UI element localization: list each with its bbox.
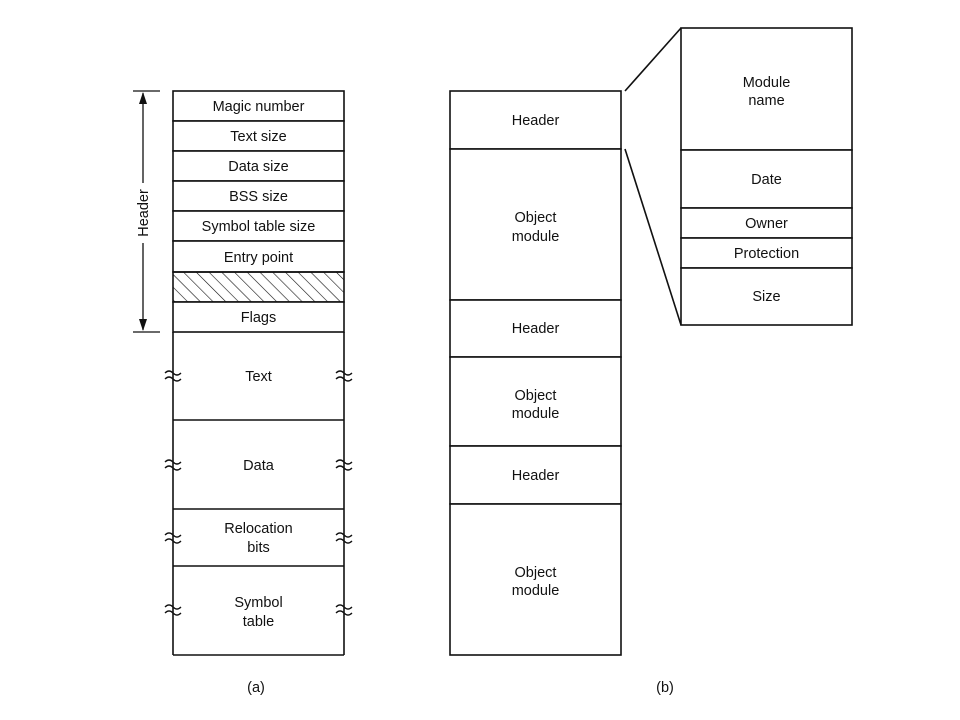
symbol-table-label-line2: table <box>243 614 274 630</box>
bss-size-label: BSS size <box>229 189 288 205</box>
data-size-label: Data size <box>228 159 288 175</box>
object-module-1-label-line1: Object <box>515 210 557 226</box>
object-module-1-label-line2: module <box>512 229 560 245</box>
archive-header-2 <box>449 299 622 358</box>
object-module-2-label-line2: module <box>512 406 560 422</box>
data-section-label: Data <box>243 458 275 474</box>
relocation-bits-label-line1: Relocation <box>224 521 293 537</box>
figure-a: Magic number Text size Data size BSS siz… <box>133 90 353 696</box>
size-label: Size <box>752 289 780 305</box>
object-module-2 <box>449 356 622 447</box>
header-dimension-marker: Header <box>133 90 160 333</box>
magic-number-label: Magic number <box>213 99 305 115</box>
caption-b: (b) <box>656 680 674 696</box>
archive-header-2-label: Header <box>512 321 560 337</box>
entry-point-label: Entry point <box>224 250 293 266</box>
symbol-table-label-line1: Symbol <box>234 595 282 611</box>
date-field <box>680 149 853 209</box>
object-module-3 <box>449 503 622 656</box>
module-name-label-line1: Module <box>743 75 791 91</box>
reserved-hatched-field <box>172 271 345 303</box>
archive-header-1-label: Header <box>512 113 560 129</box>
owner-label: Owner <box>745 216 788 232</box>
header-dimension-label: Header <box>136 189 152 237</box>
object-module-3-label-line2: module <box>512 583 560 599</box>
module-name-field <box>680 27 853 151</box>
flags-field <box>172 301 345 333</box>
object-module-3-label-line1: Object <box>515 565 557 581</box>
size-field <box>680 267 853 326</box>
bss-size-field <box>172 180 345 212</box>
text-section-label: Text <box>245 369 272 385</box>
archive-header-3-label: Header <box>512 468 560 484</box>
flags-label: Flags <box>241 310 276 326</box>
expansion-line-bottom <box>624 148 682 326</box>
text-size-field <box>172 120 345 152</box>
relocation-bits-label-line2: bits <box>247 540 270 556</box>
break-marks <box>164 370 353 616</box>
date-label: Date <box>751 172 782 188</box>
object-module-1 <box>449 148 622 301</box>
module-name-label-line2: name <box>748 93 784 109</box>
object-module-2-label-line1: Object <box>515 388 557 404</box>
entry-point-field <box>172 240 345 273</box>
archive-header-3 <box>449 445 622 505</box>
caption-a: (a) <box>247 680 265 696</box>
magic-number-field <box>172 90 345 122</box>
symbol-table-size-label: Symbol table size <box>202 219 316 235</box>
figure-b: Header Object module Header Object modul… <box>449 27 853 696</box>
protection-label: Protection <box>734 246 799 262</box>
text-size-label: Text size <box>230 129 286 145</box>
expansion-line-top <box>624 27 682 92</box>
